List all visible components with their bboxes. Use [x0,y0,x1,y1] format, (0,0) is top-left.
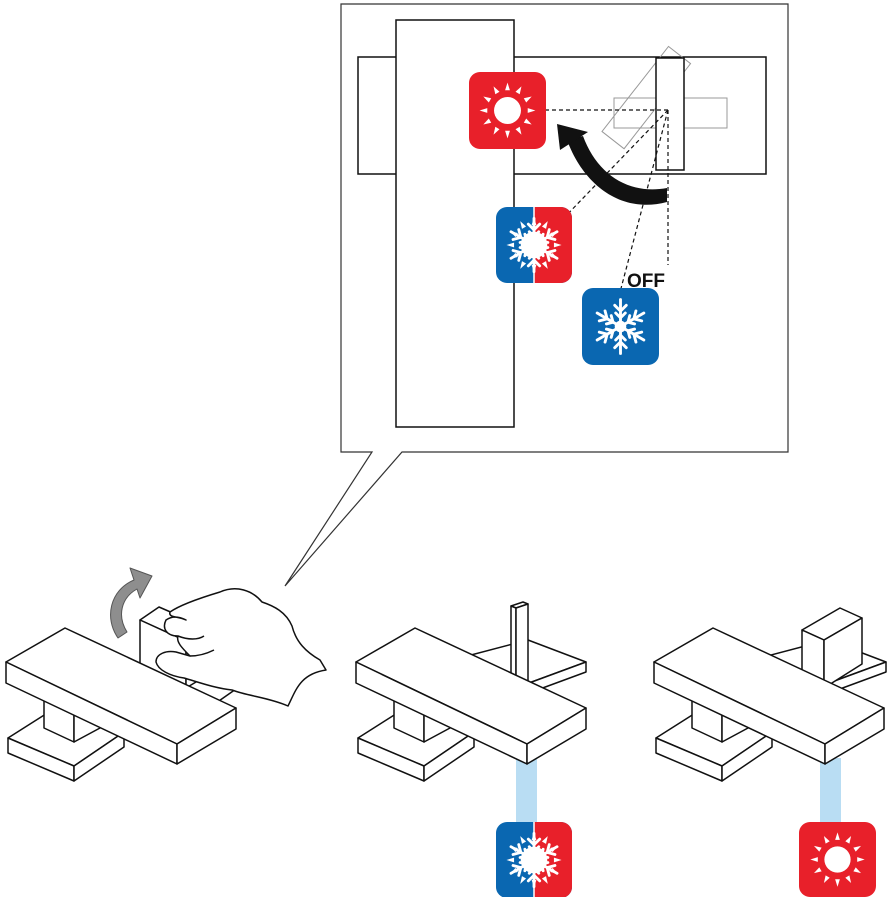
step-grab-lever [5,567,327,782]
step-lever-forward [653,607,887,897]
hand-icon [155,588,327,707]
position-guides [545,109,669,297]
heat-mode-icon [469,72,546,149]
airflow-column [820,758,841,826]
result-mixed-mode-icon [496,822,572,897]
rotate-arrow-icon [557,124,667,205]
mixed-mode-icon [496,207,572,283]
off-label: OFF [627,271,665,292]
step-lever-raised [355,601,587,897]
airflow-column [516,758,537,826]
result-heat-mode-icon [799,822,876,897]
lift-arrow-icon [110,567,153,639]
cool-mode-icon [582,288,659,365]
lever-off-position [655,57,685,171]
zoom-callout: OFF [284,3,789,587]
